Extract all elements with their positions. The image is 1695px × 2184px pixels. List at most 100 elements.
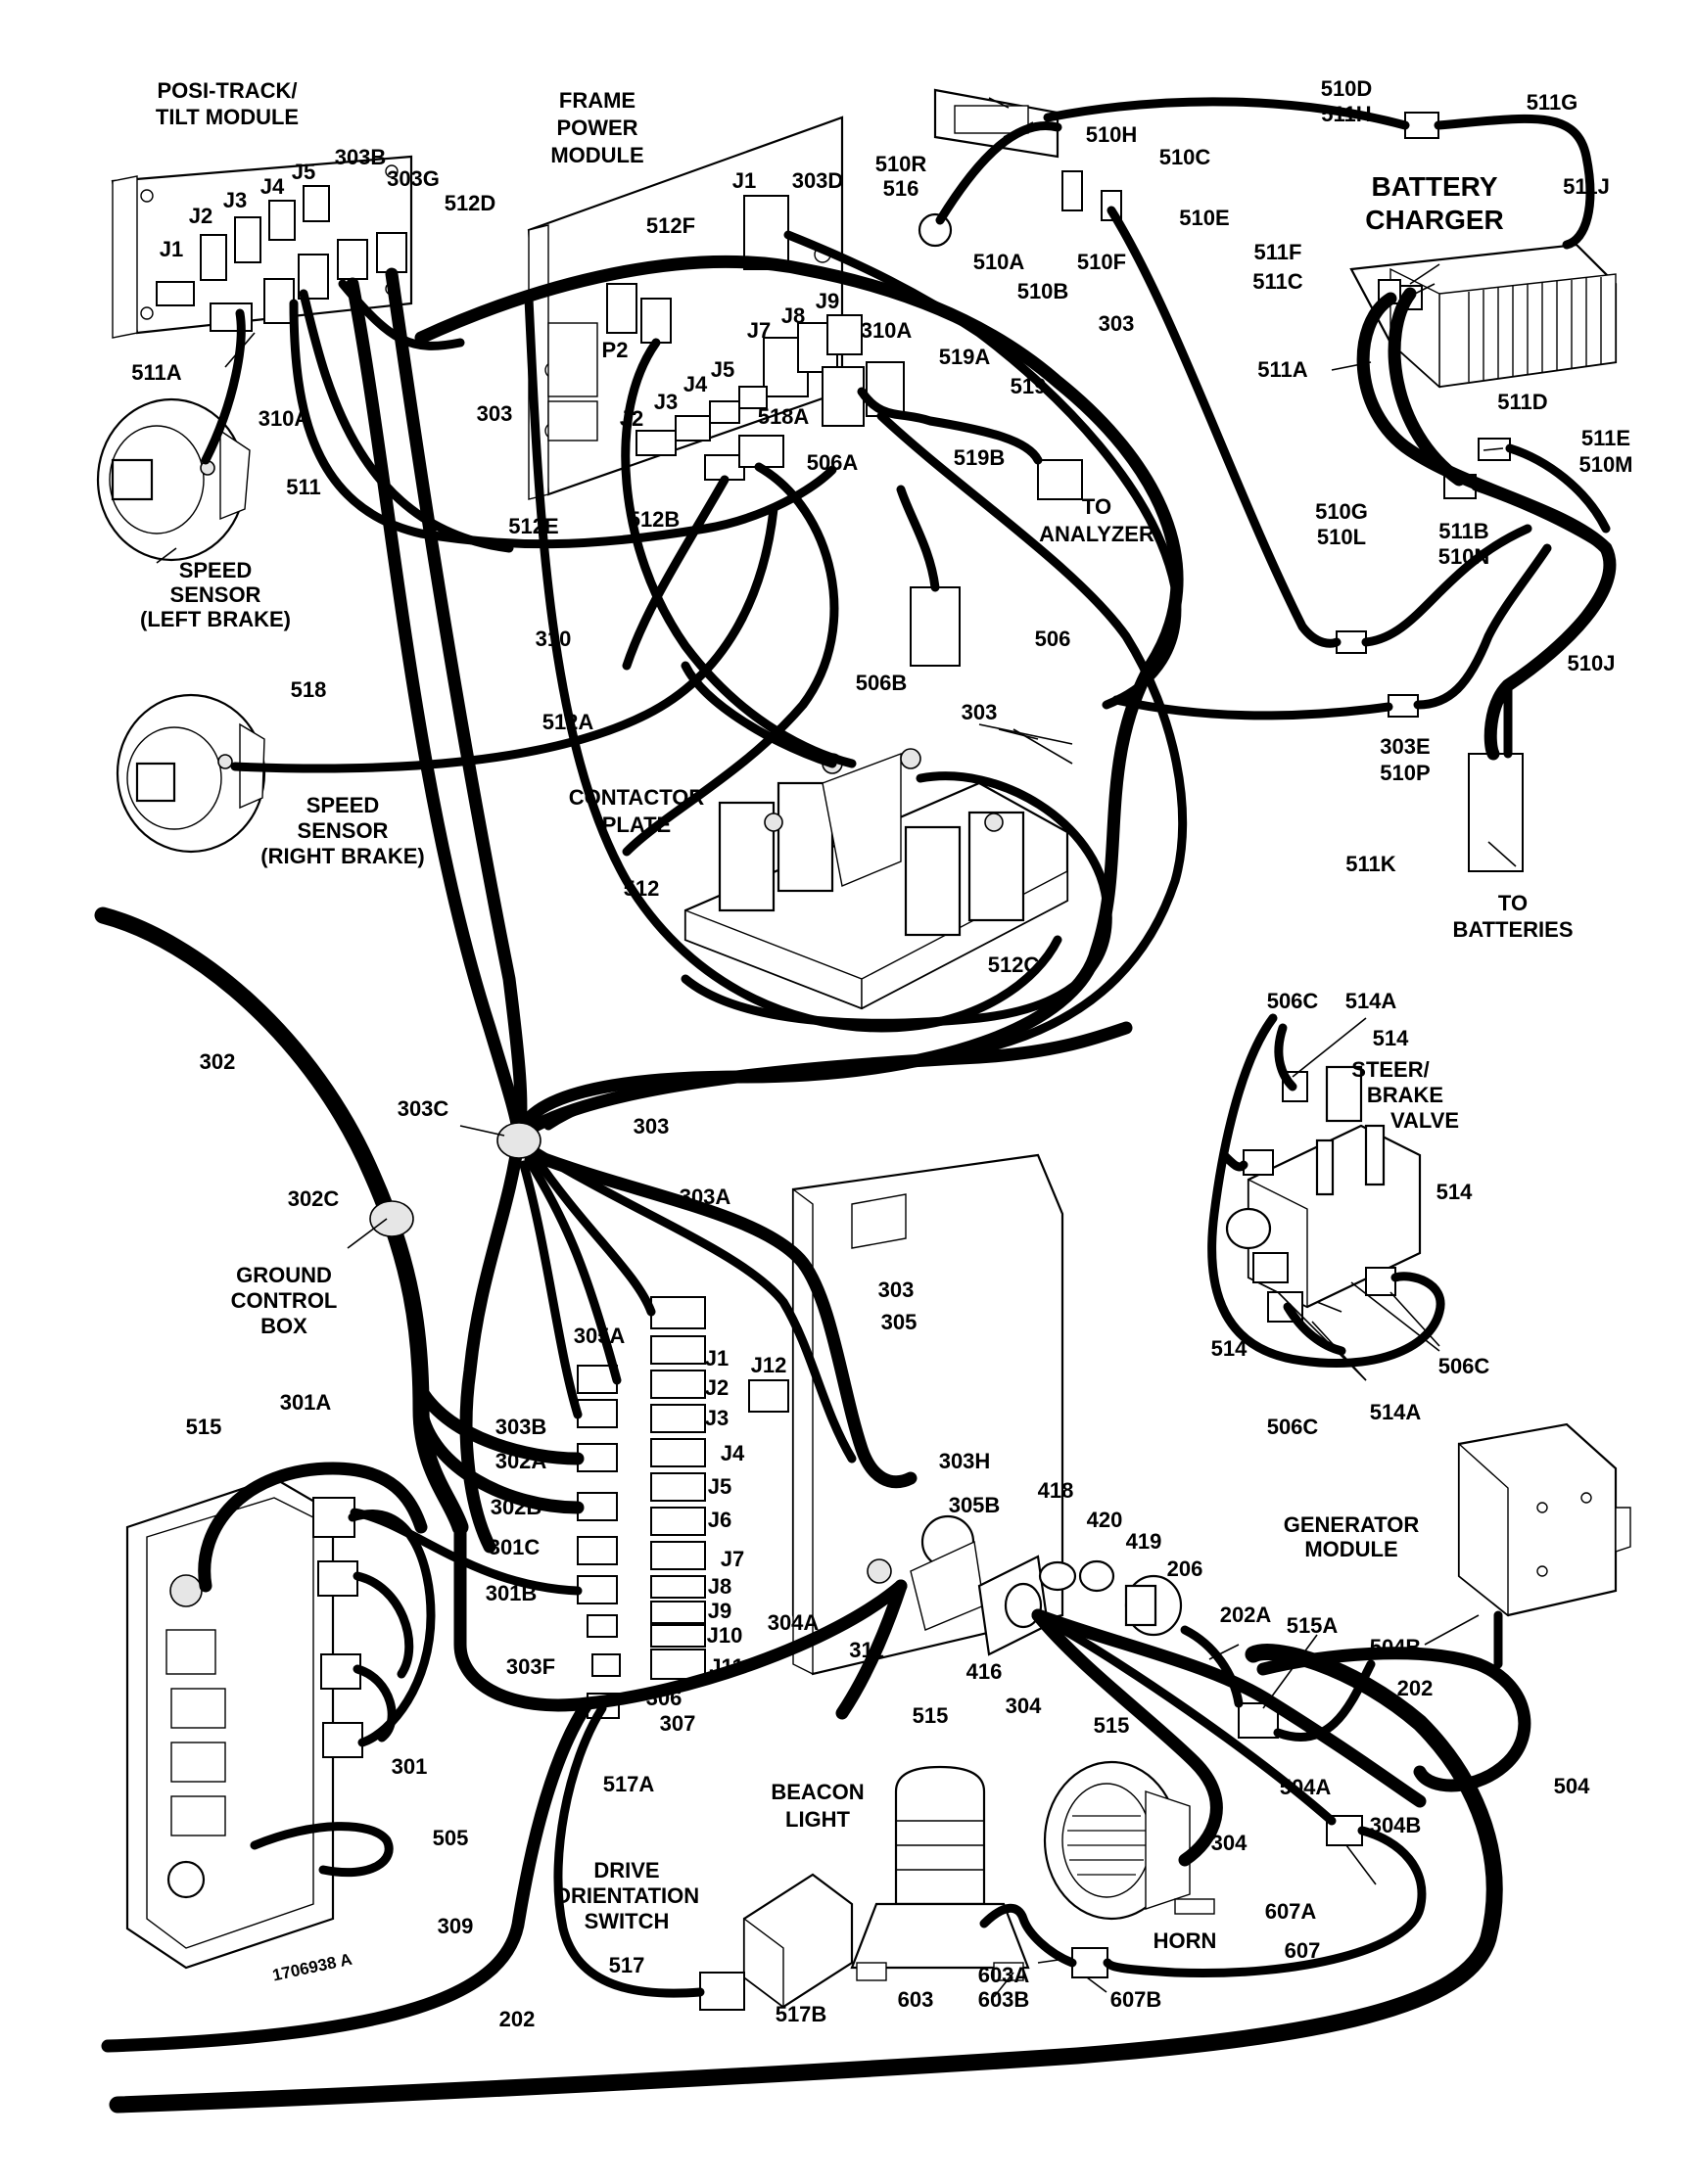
callout-j9-g: J9 [708, 1599, 731, 1623]
connector-506a [822, 366, 865, 427]
connector-303e-510p [1388, 694, 1419, 718]
label-steer-brake-2: BRAKE [1367, 1083, 1443, 1107]
title-labels: POSI-TRACK/ TILT MODULE FRAME POWER MODU… [140, 78, 1574, 1953]
connector-j3-fp [675, 415, 711, 441]
ring-420 [1038, 1560, 1077, 1592]
callout-305: 305 [881, 1310, 918, 1334]
grommet-303c [496, 1122, 541, 1159]
callout-202-b: 202 [499, 2007, 536, 2031]
callout-418: 418 [1038, 1478, 1074, 1503]
label-generator-2: MODULE [1304, 1537, 1397, 1561]
label-speed-right-2: SENSOR [298, 818, 389, 843]
label-to-analyzer-2: ANALYZER [1039, 522, 1154, 546]
callout-510d: 510D [1321, 76, 1373, 101]
callout-304-b: 304 [1211, 1831, 1248, 1855]
callout-607b: 607B [1110, 1987, 1162, 2012]
label-ground-control-3: BOX [260, 1314, 307, 1338]
callout-j3-g: J3 [705, 1406, 729, 1430]
callout-511e: 511E [1581, 426, 1630, 450]
callout-302c: 302C [288, 1186, 340, 1211]
bulkhead-connectors [977, 1555, 1183, 1656]
callout-510b: 510B [1017, 279, 1069, 303]
callout-512e: 512E [508, 514, 558, 538]
label-battery-charger-2: CHARGER [1365, 205, 1504, 235]
callout-511g: 511G [1527, 90, 1578, 115]
label-steer-brake-3: VALVE [1390, 1108, 1459, 1133]
callout-510f: 510F [1077, 250, 1126, 274]
label-posi-track-1: POSI-TRACK/ [158, 78, 298, 103]
callout-510r: 510R [875, 152, 927, 176]
ground-control-box-panel [125, 1476, 363, 1970]
callout-505: 505 [433, 1826, 469, 1850]
callout-303c: 303C [398, 1096, 449, 1121]
callout-506c-a: 506C [1267, 989, 1319, 1013]
connector-301a [312, 1497, 355, 1538]
callout-504: 504 [1554, 1774, 1590, 1798]
callout-302: 302 [200, 1049, 236, 1074]
callout-301c: 301C [489, 1535, 541, 1559]
callout-303-a: 303 [477, 401, 513, 426]
connector-512f [640, 298, 672, 344]
callout-303f: 303F [506, 1654, 555, 1679]
callout-j1-g: J1 [705, 1346, 729, 1371]
callout-labels: 510D 511H 511G 510H 510C 510R 516 511J 5… [131, 76, 1632, 2031]
connector-303f [587, 1614, 618, 1638]
callout-515-a: 515 [913, 1703, 949, 1728]
connector-506b [910, 586, 961, 667]
callout-301a: 301A [280, 1390, 332, 1415]
label-speed-left-3: (LEFT BRAKE) [140, 607, 291, 631]
connector-512f-p2 [606, 283, 637, 334]
callout-603: 603 [898, 1987, 934, 2012]
callout-305a: 305A [574, 1324, 626, 1348]
grommet-302c [369, 1200, 414, 1237]
callout-303h: 303H [939, 1449, 991, 1473]
connector-511k [1468, 753, 1524, 872]
callout-j1-pt: J1 [160, 237, 183, 261]
connector-519b [1037, 459, 1083, 500]
callout-j9-fp: J9 [816, 289, 839, 313]
callout-607: 607 [1285, 1938, 1321, 1963]
connector-j9-g [650, 1601, 706, 1624]
callout-510e: 510E [1179, 206, 1229, 230]
callout-512a: 512A [542, 710, 594, 734]
callout-512: 512 [624, 876, 660, 901]
callout-511d: 511D [1497, 390, 1547, 414]
callout-j3-fp: J3 [654, 390, 678, 414]
callout-j11-g: J11 [709, 1654, 744, 1679]
callout-311: 311 [849, 1638, 884, 1662]
leader-lines [156, 97, 1517, 1998]
callout-510h: 510H [1086, 122, 1138, 147]
connector-j1-pt [156, 281, 195, 306]
callout-j2-pt: J2 [189, 204, 212, 228]
connector-j4-g [650, 1438, 706, 1467]
callout-310: 310 [536, 627, 572, 651]
connector-518a [738, 435, 784, 468]
callout-j4-fp: J4 [683, 372, 708, 396]
callout-j5-pt: J5 [292, 160, 315, 184]
callout-j4-pt: J4 [260, 174, 285, 199]
callout-j8-fp: J8 [781, 303, 805, 328]
label-frame-power-1: FRAME [559, 88, 636, 113]
harness-wires [94, 97, 1617, 2114]
part-number: 1706938 A [271, 1950, 354, 1985]
label-beacon-1: BEACON [771, 1780, 864, 1804]
callout-304a: 304A [768, 1610, 820, 1635]
callout-510p: 510P [1380, 761, 1430, 785]
connector-301b [577, 1575, 618, 1604]
callout-519b: 519B [954, 445, 1006, 470]
label-frame-power-3: MODULE [550, 143, 643, 167]
callout-304b: 304B [1370, 1813, 1422, 1837]
callout-514a-a: 514A [1345, 989, 1397, 1013]
callout-517b: 517B [776, 2002, 827, 2026]
callout-j7-fp: J7 [747, 318, 771, 343]
callout-510m: 510M [1578, 452, 1632, 477]
ring-419 [1078, 1559, 1115, 1593]
callout-419: 419 [1126, 1529, 1162, 1554]
horn [1043, 1760, 1215, 1921]
label-speed-left-1: SPEED [179, 558, 253, 582]
connector-j2-fp [636, 430, 677, 456]
callout-303-b: 303 [1099, 311, 1135, 336]
callout-510c: 510C [1159, 145, 1211, 169]
label-ground-control-2: CONTROL [231, 1288, 338, 1313]
